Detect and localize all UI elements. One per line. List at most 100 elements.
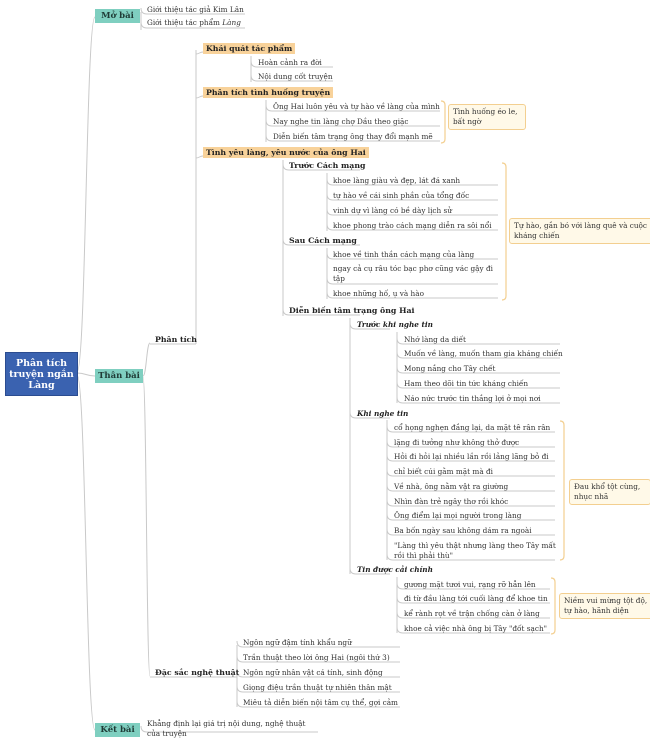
node-than-bai[interactable]: Thân bài: [95, 369, 143, 383]
khai-quat-item-2: Nội dung cốt truyện: [258, 72, 333, 81]
u: [349, 567, 390, 575]
u: [282, 308, 360, 316]
u: [396, 351, 560, 359]
brace-tinh-yeu-lang: [501, 162, 507, 301]
truoc-cm-item-4: khoe phong trào cách mạng diễn ra sôi nổ…: [333, 221, 492, 230]
sau-cm-item-3: khoe những hố, ụ và hào: [333, 289, 424, 298]
brace-khi-nghe: [559, 420, 565, 561]
root-node[interactable]: Phân tích truyện ngắn Làng: [5, 352, 78, 396]
u: [265, 104, 440, 112]
note-tinh-huong: Tình huống éo le, bất ngờ: [448, 104, 526, 130]
brace-tinh-huong: [440, 100, 446, 144]
connector-root-ket-bai: [76, 374, 96, 731]
node-sau-cach-mang[interactable]: Sau Cách mạng: [289, 236, 357, 245]
connector-root-than-bai: [76, 372, 96, 377]
dac-sac-item-3: Ngôn ngữ nhân vật cá tính, sinh động: [243, 668, 383, 677]
node-mo-bai[interactable]: Mở bài: [95, 9, 140, 23]
cai-chinh-item-3: kể rành rọt về trận chống càn ở làng: [404, 609, 540, 618]
u: [265, 119, 440, 127]
khi-nghe-item-9: "Làng thì yêu thật nhưng làng theo Tây m…: [394, 541, 556, 560]
u: [386, 513, 555, 521]
u: [386, 553, 555, 561]
u: [349, 322, 390, 330]
node-truoc-khi-nghe-tin[interactable]: Trước khi nghe tin: [357, 320, 433, 329]
node-ket-bai[interactable]: Kết bài: [95, 723, 140, 737]
u: [236, 655, 400, 663]
khi-nghe-item-2: lặng đi tưởng như không thở được: [394, 438, 520, 447]
sau-cm-item-1: khoe về tinh thần cách mạng của làng: [333, 250, 475, 259]
u: [236, 640, 400, 648]
u: [326, 223, 498, 231]
connector-than-bai-dac-sac: [142, 376, 151, 677]
node-truoc-cach-mang[interactable]: Trước Cách mạng: [289, 161, 366, 170]
u: [326, 208, 498, 216]
note-khi-nghe: Đau khổ tột cùng, nhục nhã: [569, 479, 650, 505]
u: [396, 381, 560, 389]
khi-nghe-item-7: Ông điểm lại mọi người trong làng: [394, 511, 522, 520]
note-tinh-yeu-lang: Tự hào, gắn bó với làng quê và cuộc khán…: [509, 218, 650, 244]
u: [386, 425, 555, 433]
truoc-cm-item-1: khoe làng giàu và đẹp, lát đá xanh: [333, 176, 461, 185]
node-tinh-huong[interactable]: Phân tích tình huống truyện: [203, 87, 334, 98]
cai-chinh-item-2: đi từ đầu làng tới cuối làng để khoe tin: [404, 594, 548, 603]
u: [326, 193, 498, 201]
root-label: Phân tích truyện ngắn Làng: [9, 357, 74, 391]
khi-nghe-item-6: Nhìn đàn trẻ ngây thơ rồi khóc: [394, 497, 509, 506]
khai-quat-item-1: Hoàn cảnh ra đời: [258, 58, 322, 67]
u: [386, 528, 555, 536]
u: [386, 440, 555, 448]
u: [250, 74, 333, 82]
work-title: Làng: [222, 18, 241, 27]
node-khai-quat[interactable]: Khái quát tác phẩm: [203, 43, 296, 54]
u: [282, 163, 360, 171]
tinh-huong-item-2: Nay nghe tin làng chợ Dầu theo giặc: [273, 117, 409, 126]
u: [386, 484, 555, 492]
node-tin-cai-chinh[interactable]: Tin được cải chính: [357, 565, 433, 574]
connector-than-bai-phan-tich: [142, 342, 151, 377]
u: [236, 700, 400, 708]
truoc-cm-item-3: vinh dự vì làng có bề dày lịch sử: [333, 206, 452, 215]
khi-nghe-item-5: Về nhà, ông nằm vật ra giường: [394, 482, 509, 491]
khi-nghe-item-4: chỉ biết cúi gằm mặt mà đi: [394, 467, 493, 476]
dac-sac-item-5: Miêu tả diễn biến nội tâm cụ thể, gợi cả…: [243, 698, 398, 707]
u: [396, 596, 550, 604]
node-dac-sac-nghe-thuat[interactable]: Đặc sắc nghệ thuật: [155, 668, 240, 677]
c: [195, 51, 204, 55]
u: [396, 626, 550, 634]
u: [386, 454, 555, 462]
node-phan-tich[interactable]: Phân tích: [155, 335, 197, 344]
u: [140, 725, 318, 733]
u: [349, 411, 390, 419]
u: [326, 178, 498, 186]
c: [195, 155, 204, 159]
node-khi-nghe-tin[interactable]: Khi nghe tin: [357, 409, 409, 418]
node-tinh-yeu-lang[interactable]: Tình yêu làng, yêu nước của ông Hai: [203, 147, 369, 158]
khi-nghe-item-3: Hỏi đi hỏi lại nhiều lần rồi lảng lãng b…: [394, 452, 549, 461]
u: [265, 134, 440, 142]
tinh-huong-item-3: Diễn biến tâm trạng ông thay đổi mạnh mẽ: [273, 132, 433, 141]
u: [282, 238, 360, 246]
u: [250, 60, 333, 68]
ket-bai-item: Khẳng định lại giá trị nội dung, nghệ th…: [147, 719, 306, 738]
mo-bai-item-2: Giới thiệu tác phẩm Làng: [147, 18, 241, 27]
brace-cai-chinh: [550, 577, 556, 635]
u: [326, 277, 498, 285]
truoc-khi-item-5: Náo nức trước tin thắng lợi ở mọi nơi: [404, 394, 541, 403]
c: [195, 95, 204, 99]
tinh-huong-item-1: Ông Hai luôn yêu và tự hào về làng của m…: [273, 102, 440, 111]
u: [396, 582, 550, 590]
dac-sac-item-2: Trần thuật theo lời ông Hai (ngôi thứ 3): [243, 653, 390, 662]
underline: [140, 21, 245, 29]
sau-cm-item-2: ngay cả cụ râu tóc bạc phơ cũng vác gậy …: [333, 264, 493, 283]
u: [326, 252, 498, 260]
node-dien-bien[interactable]: Diễn biến tâm trạng ông Hai: [289, 306, 415, 315]
dac-sac-item-1: Ngôn ngữ đậm tính khẩu ngữ: [243, 638, 352, 647]
khi-nghe-item-1: cổ họng nghẹn đắng lại, da mặt tê rân râ…: [394, 423, 551, 432]
truoc-khi-item-1: Nhớ làng da diết: [404, 335, 466, 344]
cai-chinh-item-1: gương mặt tươi vui, rạng rỡ hẳn lên: [404, 580, 536, 589]
mo-bai-item-1: Giới thiệu tác giả Kim Lân: [147, 5, 244, 14]
connector-root-mo-bai: [76, 16, 96, 373]
cai-chinh-item-4: khoe cả việc nhà ông bị Tây "đốt sạch": [404, 624, 547, 633]
